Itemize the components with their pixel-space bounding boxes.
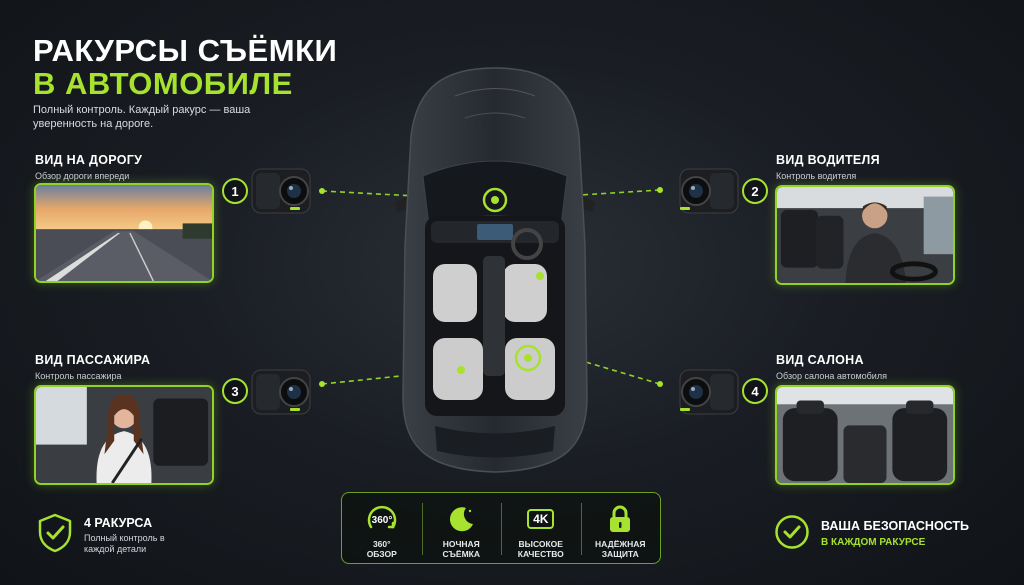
- view-1-number: 1: [222, 178, 248, 204]
- bottom-left-caption: Полный контроль в каждой детали: [84, 533, 165, 554]
- title-line-1: РАКУРСЫ СЪЁМКИ: [33, 33, 338, 68]
- camera-4-icon: [674, 364, 740, 418]
- feature-360-label-2: ОБЗОР: [366, 549, 397, 559]
- page-subtitle: Полный контроль. Каждый ракурс — ваша ув…: [33, 104, 251, 130]
- moon-icon: [446, 503, 476, 535]
- view-cabin: ВИД САЛОНА Обзор салона автомобиля: [776, 353, 887, 381]
- lock-icon: [607, 503, 633, 535]
- view-driver-caption: Контроль водителя: [776, 171, 857, 181]
- feature-quality-label-2: КАЧЕСТВО: [517, 549, 564, 559]
- view-driver-title: ВИД ВОДИТЕЛЯ: [776, 153, 880, 167]
- view-cabin-caption: Обзор салона автомобиля: [776, 371, 887, 381]
- feature-360: 360° 360° ОБЗОР: [342, 493, 422, 563]
- feature-protection-label-1: НАДЁЖНАЯ: [595, 539, 646, 549]
- view-road-photo[interactable]: [34, 183, 214, 283]
- view-4-number: 4: [742, 378, 768, 404]
- bottom-left-title: 4 РАКУРСА: [84, 516, 153, 530]
- view-road-title: ВИД НА ДОРОГУ: [35, 153, 143, 167]
- camera-3-icon: [250, 364, 316, 418]
- feature-protection: НАДЁЖНАЯ ЗАЩИТА: [580, 493, 661, 563]
- view-2-number: 2: [742, 178, 768, 204]
- view-driver: ВИД ВОДИТЕЛЯ Контроль водителя: [776, 153, 880, 181]
- feature-night-label-2: СЪЁМКА: [442, 549, 480, 559]
- car-top-view: [395, 67, 595, 473]
- view-passenger-title: ВИД ПАССАЖИРА: [35, 353, 151, 367]
- 360-icon-text: 360°: [371, 515, 392, 526]
- 4k-icon: 4K: [527, 503, 555, 535]
- title-line-2: В АВТОМОБИЛЕ: [33, 66, 293, 101]
- feature-protection-label-2: ЗАЩИТА: [601, 549, 639, 559]
- view-3-number: 3: [222, 378, 248, 404]
- feature-quality-label-1: ВЫСОКОЕ: [518, 539, 563, 549]
- view-passenger-caption: Контроль пассажира: [35, 371, 122, 381]
- 4k-icon-text: 4K: [527, 509, 555, 529]
- feature-quality: 4K ВЫСОКОЕ КАЧЕСТВО: [501, 493, 581, 563]
- check-circle-icon: [775, 515, 809, 549]
- view-road-caption: Обзор дороги впереди: [35, 171, 130, 181]
- view-passenger-photo[interactable]: [34, 385, 214, 485]
- features-panel: 360° 360° ОБЗОР НОЧНАЯ СЪЁМКА 4K ВЫСОКОЕ…: [341, 492, 661, 564]
- camera-1-icon: [250, 163, 316, 217]
- feature-night-label-1: НОЧНАЯ: [442, 539, 480, 549]
- feature-night: НОЧНАЯ СЪЁМКА: [421, 493, 502, 563]
- view-cabin-photo[interactable]: [775, 385, 955, 485]
- view-passenger: ВИД ПАССАЖИРА Контроль пассажира: [35, 353, 150, 381]
- 360-icon: 360°: [365, 503, 399, 535]
- view-cabin-title: ВИД САЛОНА: [776, 353, 864, 367]
- bottom-right-title: ВАША БЕЗОПАСНОСТЬ: [821, 519, 970, 533]
- view-road: ВИД НА ДОРОГУ Обзор дороги впереди: [35, 153, 142, 181]
- bottom-right-caption: В КАЖДОМ РАКУРСЕ: [821, 537, 926, 548]
- shield-check-icon: [38, 513, 72, 553]
- page-title: РАКУРСЫ СЪЁМКИ В АВТОМОБИЛЕ: [33, 34, 353, 100]
- view-driver-photo[interactable]: [775, 185, 955, 285]
- feature-360-label-1: 360°: [372, 539, 391, 549]
- camera-2-icon: [674, 163, 740, 217]
